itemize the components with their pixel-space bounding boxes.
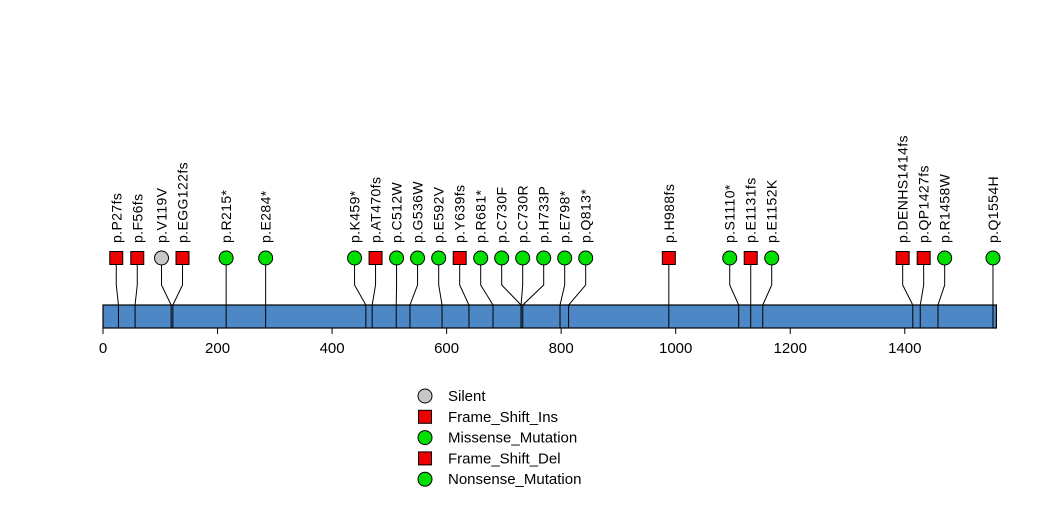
legend-label: Missense_Mutation	[448, 430, 577, 447]
mutation-label: p.C512W	[389, 181, 405, 243]
legend-marker-icon	[418, 409, 432, 424]
mutation-stem	[919, 265, 925, 328]
mutation-label: p.V119V	[154, 187, 170, 243]
mutation-stem	[371, 265, 377, 328]
mutation-label: p.G536W	[410, 181, 426, 243]
mutation-stem	[354, 265, 367, 328]
mutation-marker	[431, 250, 447, 266]
protein-backbone	[103, 305, 997, 328]
mutation-label: p.EGG122fs	[175, 162, 191, 243]
mutation-label: p.AT470fs	[368, 177, 384, 243]
mutation-marker	[109, 251, 124, 265]
protein-backbone-border	[102, 304, 998, 329]
mutation-marker	[764, 250, 780, 266]
mutation-marker	[258, 250, 274, 266]
mutation-label: p.K459*	[347, 190, 363, 243]
mutation-stem	[902, 265, 914, 328]
mutation-label: p.E1152K	[764, 179, 780, 243]
mutation-label: p.Q1554H	[985, 176, 1001, 243]
axis-tick-label: 400	[320, 340, 345, 357]
mutation-label: p.E284*	[258, 190, 274, 243]
mutation-marker	[743, 251, 758, 265]
mutation-marker	[368, 251, 383, 265]
legend-item: Missense_Mutation	[417, 430, 577, 447]
mutation-marker	[722, 250, 738, 266]
mutation-stem	[480, 265, 494, 328]
mutation-label: p.C730F	[494, 187, 510, 244]
legend-item: Silent	[417, 388, 486, 405]
mutation-marker	[175, 251, 190, 265]
legend-item: Frame_Shift_Del	[418, 450, 561, 467]
mutation-label: p.Y639fs	[452, 185, 468, 243]
axis-tick-label: 1400	[888, 340, 921, 357]
axis-tick-label: 1000	[659, 340, 692, 357]
mutation-marker	[895, 251, 910, 265]
mutation-stem	[172, 265, 184, 328]
mutation-marker	[536, 250, 552, 266]
axis-tick-label: 1200	[774, 340, 807, 357]
mutation-stem	[729, 265, 740, 328]
mutation-label: p.F56fs	[129, 194, 145, 244]
mutation-stem	[459, 265, 470, 328]
mutation-stem	[115, 265, 119, 328]
mutation-label: p.C730R	[515, 185, 531, 243]
mutation-label: p.P27fs	[108, 193, 124, 243]
legend-marker-icon	[417, 388, 433, 404]
mutation-stem	[568, 265, 587, 328]
mutation-marker	[347, 250, 363, 266]
mutation-marker	[937, 250, 953, 266]
mutation-marker	[578, 250, 594, 266]
legend-item: Frame_Shift_Ins	[418, 409, 558, 426]
mutation-stem	[559, 265, 566, 328]
legend-label: Frame_Shift_Ins	[448, 409, 558, 426]
mutation-stem	[409, 265, 419, 328]
mutation-label: p.R681*	[473, 189, 489, 243]
mutation-stem	[520, 265, 524, 328]
axis-tick-label: 200	[205, 340, 230, 357]
legend-marker-icon	[418, 451, 432, 466]
mutation-stem	[937, 265, 946, 328]
mutation-label: p.DENHS1414fs	[895, 135, 911, 243]
mutation-marker	[916, 251, 931, 265]
axis-tick-label: 600	[434, 340, 459, 357]
mutation-label: p.S1110*	[722, 184, 738, 243]
legend-label: Nonsense_Mutation	[448, 471, 581, 488]
mutation-label: p.E798*	[557, 190, 573, 243]
mutation-label: p.R1458W	[937, 173, 953, 243]
mutation-label: p.QP1427fs	[916, 165, 932, 243]
mutation-marker	[515, 250, 531, 266]
mutation-stem	[762, 265, 773, 328]
axis-tick-label: 0	[99, 340, 107, 357]
legend-label: Silent	[448, 388, 486, 405]
mutation-marker	[218, 250, 234, 266]
mutation-marker	[154, 250, 170, 266]
mutation-stem	[161, 265, 172, 328]
mutation-label: p.H988fs	[661, 184, 677, 243]
legend-label: Frame_Shift_Del	[448, 450, 561, 467]
legend-marker-icon	[417, 430, 433, 446]
mutation-marker	[452, 251, 467, 265]
mutation-marker	[473, 250, 489, 266]
mutation-marker	[661, 251, 676, 265]
axis-tick-label: 800	[549, 340, 574, 357]
mutation-label: p.E592V	[431, 186, 447, 243]
mutation-stem	[438, 265, 443, 328]
mutation-marker	[130, 251, 145, 265]
mutation-label: p.E1131fs	[743, 177, 759, 243]
mutation-marker	[985, 250, 1001, 266]
mutation-stem	[134, 265, 138, 328]
mutation-label: p.Q813*	[578, 189, 594, 243]
mutation-marker	[494, 250, 510, 266]
mutation-stem	[522, 265, 545, 328]
legend-marker-icon	[417, 471, 433, 487]
mutation-label: p.R215*	[218, 189, 234, 243]
mutation-label: p.H733P	[536, 186, 552, 243]
mutation-marker	[389, 250, 405, 266]
mutation-marker	[557, 250, 573, 266]
mutation-marker	[410, 250, 426, 266]
legend-item: Nonsense_Mutation	[417, 471, 581, 488]
